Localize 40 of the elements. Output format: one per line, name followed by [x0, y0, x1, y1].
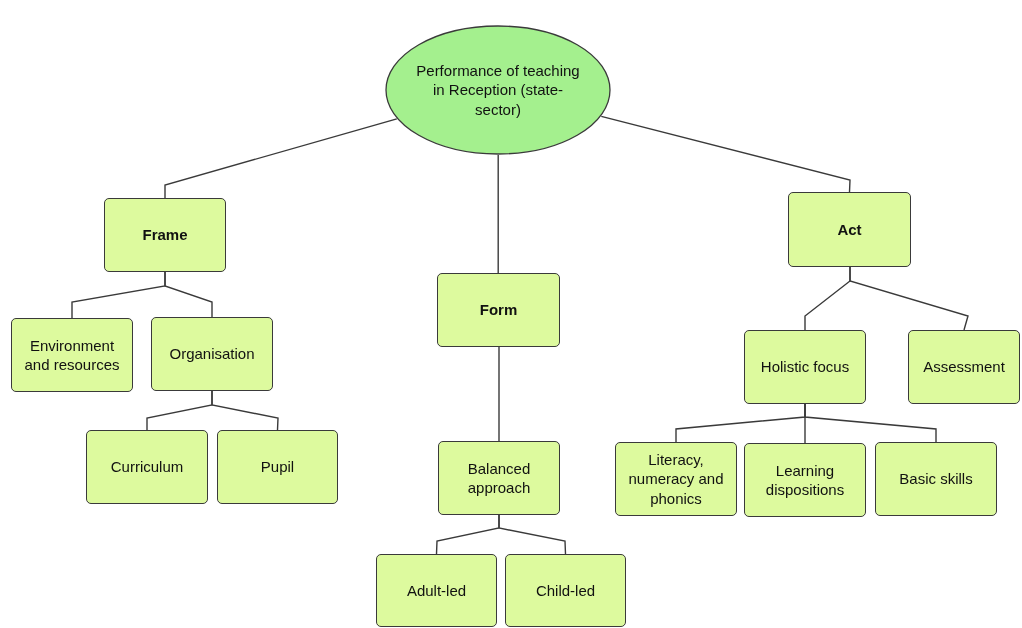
connector-line — [497, 154, 499, 274]
category-box — [788, 192, 911, 267]
category-box — [437, 273, 560, 347]
connector-line — [498, 346, 500, 442]
connector-line — [804, 403, 937, 443]
category-box — [908, 330, 1020, 404]
category-box — [744, 330, 866, 404]
category-label: Form — [478, 300, 519, 320]
category-label: Balanced approach — [466, 458, 532, 498]
connector-line — [164, 271, 213, 318]
category-label: Pupil — [259, 457, 296, 477]
category-label: Basic skills — [898, 469, 974, 489]
category-box — [615, 442, 737, 516]
connector-line — [498, 514, 567, 555]
category-label: Frame — [141, 225, 189, 245]
category-box — [217, 430, 338, 504]
category-box — [505, 554, 626, 627]
connector-line — [600, 115, 851, 193]
category-label: Act — [836, 219, 863, 240]
category-box — [11, 318, 133, 392]
category-box — [744, 443, 866, 517]
category-label: Holistic focus — [759, 357, 851, 377]
topic-label: Performance of teaching in Reception (state-sector) — [415, 60, 581, 120]
category-label: Adult-led — [405, 580, 468, 601]
connector-line — [211, 390, 279, 431]
category-box — [875, 442, 997, 516]
category-label: Literacy, numeracy and phonics — [627, 449, 725, 509]
category-label: Organisation — [168, 344, 256, 364]
category-box — [86, 430, 208, 504]
connector-line — [849, 266, 969, 331]
category-box — [151, 317, 273, 391]
category-label: Environment and resources — [23, 335, 121, 375]
category-box — [376, 554, 497, 627]
category-label: Curriculum — [109, 457, 185, 477]
category-box — [104, 198, 226, 272]
category-box — [438, 441, 560, 515]
category-label: Child-led — [534, 580, 597, 601]
category-label: Learning dispositions — [764, 460, 846, 500]
category-label: Assessment — [922, 357, 1006, 377]
connector-line — [164, 118, 398, 199]
